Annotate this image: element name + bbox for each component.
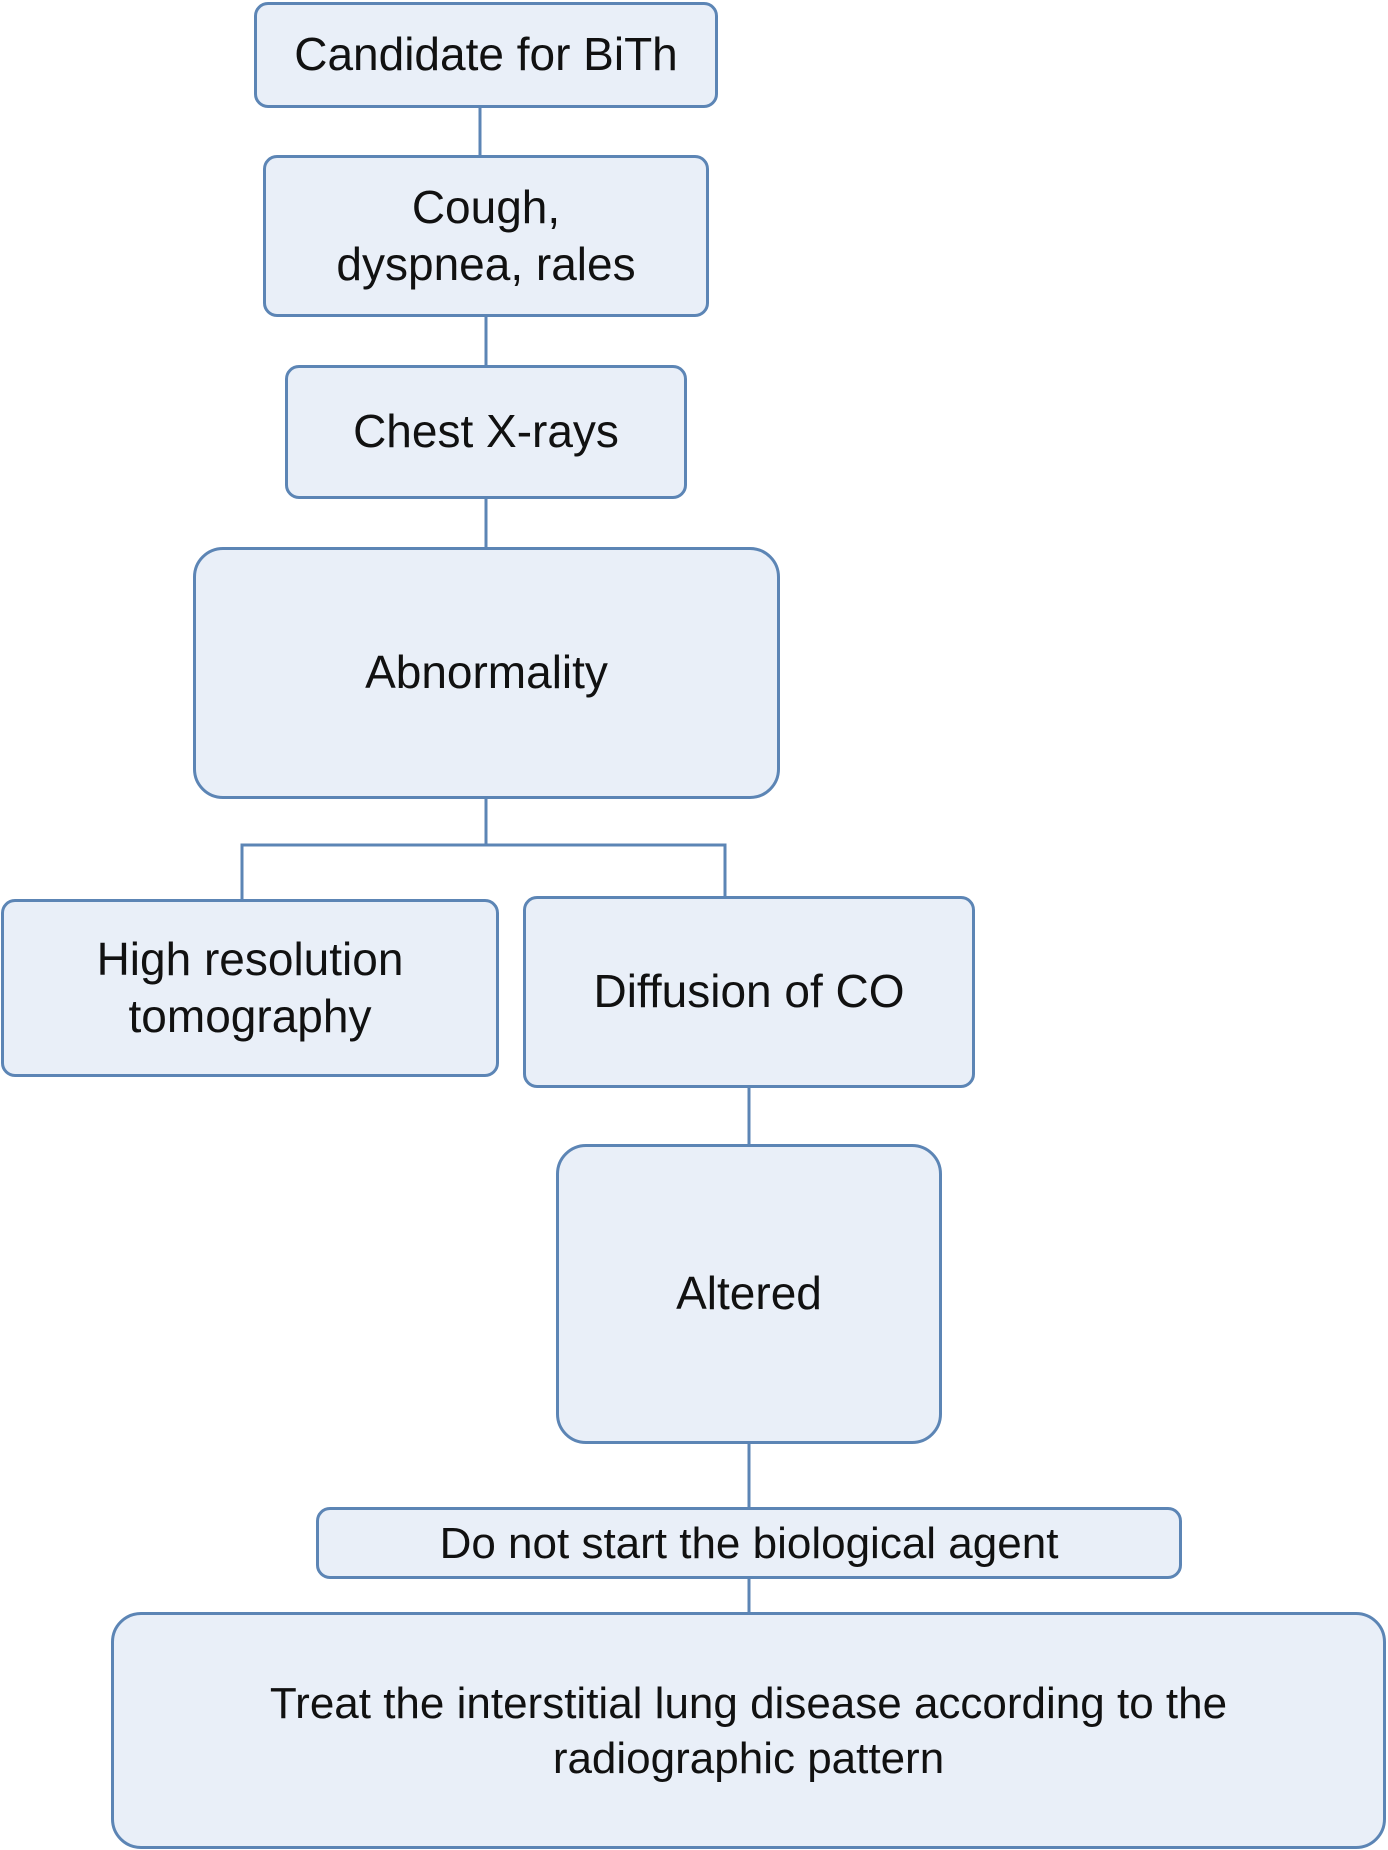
node-chest-x-rays: Chest X-rays bbox=[285, 365, 687, 499]
node-label: Altered bbox=[676, 1267, 822, 1320]
node-label: High resolution tomography bbox=[96, 932, 404, 1043]
node-label: Candidate for BiTh bbox=[294, 28, 678, 81]
node-label: Treat the interstitial lung disease acco… bbox=[269, 1678, 1228, 1783]
node-label: Abnormality bbox=[365, 646, 608, 699]
node-treat-interstitial-lung-disease: Treat the interstitial lung disease acco… bbox=[111, 1612, 1386, 1849]
node-do-not-start-biological-agent: Do not start the biological agent bbox=[316, 1507, 1182, 1579]
node-label: Chest X-rays bbox=[353, 405, 619, 458]
node-candidate-for-bith: Candidate for BiTh bbox=[254, 2, 718, 108]
node-high-resolution-tomography: High resolution tomography bbox=[1, 899, 499, 1077]
node-cough-dyspnea-rales: Cough, dyspnea, rales bbox=[263, 155, 709, 317]
node-label: Diffusion of CO bbox=[593, 965, 905, 1018]
node-abnormality: Abnormality bbox=[193, 547, 780, 799]
node-diffusion-of-co: Diffusion of CO bbox=[523, 896, 975, 1088]
node-altered: Altered bbox=[556, 1144, 942, 1444]
node-label: Cough, dyspnea, rales bbox=[336, 180, 636, 291]
node-label: Do not start the biological agent bbox=[439, 1518, 1059, 1568]
